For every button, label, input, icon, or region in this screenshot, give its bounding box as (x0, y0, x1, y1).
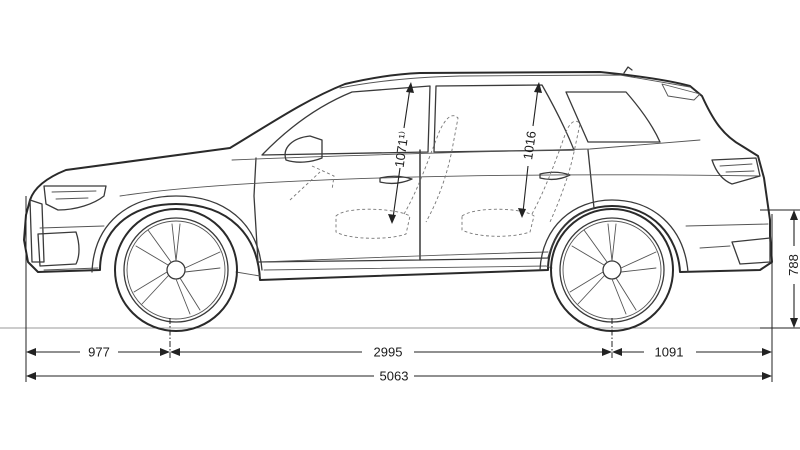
headlight-detail (51, 190, 97, 200)
quarter-window (565, 91, 661, 143)
front-overhang-dimension: 977 (26, 345, 170, 360)
steering-column (289, 165, 335, 201)
dimension-extension-lines (25, 196, 800, 382)
overall-length-label: 5063 (380, 369, 409, 384)
front-headroom-dimension: 1071¹⁾ (388, 82, 414, 224)
rear-bumper-line (685, 223, 769, 249)
roof-spoiler (661, 83, 701, 101)
side-mirror (284, 135, 323, 163)
front-wheel-arch (91, 195, 263, 273)
rear-seat-outline (461, 120, 581, 237)
roof-rail (339, 74, 691, 89)
front-headroom-label: 1071¹⁾ (392, 130, 412, 168)
tail-light-detail (719, 163, 755, 173)
front-seat-outline (335, 115, 459, 239)
vehicle-side-view (23, 66, 773, 332)
rear-diffuser (731, 237, 771, 265)
front-wheel (114, 208, 238, 332)
front-bumper-line (39, 225, 105, 271)
rear-door-line (419, 149, 595, 261)
rear-wheel (550, 208, 674, 332)
grille (29, 199, 45, 263)
body-outline (23, 71, 773, 281)
rear-wheel-arch (539, 199, 689, 273)
antenna (623, 66, 633, 74)
rear-headroom-dimension: 1016 (518, 82, 542, 218)
headlight (43, 185, 107, 211)
front-air-intake (37, 231, 80, 267)
wheelbase-dimension: 2995 (170, 345, 612, 360)
rear-door-handle (539, 171, 571, 181)
belt-line (231, 139, 701, 161)
front-door-handle (379, 175, 413, 185)
height-dimension: 788 (786, 210, 800, 328)
wheelbase-label: 2995 (374, 345, 403, 360)
overall-length-dimension: 5063 (26, 369, 772, 384)
front-overhang-label: 977 (88, 345, 110, 360)
rear-headroom-label: 1016 (520, 130, 539, 161)
rear-door-window (433, 84, 575, 153)
front-window (261, 85, 431, 156)
height-label: 788 (786, 254, 800, 276)
shoulder-line (119, 174, 761, 197)
side-sill (261, 251, 549, 271)
rear-overhang-dimension: 1091 (612, 345, 772, 360)
rear-overhang-label: 1091 (655, 345, 684, 360)
tail-light (711, 157, 761, 185)
